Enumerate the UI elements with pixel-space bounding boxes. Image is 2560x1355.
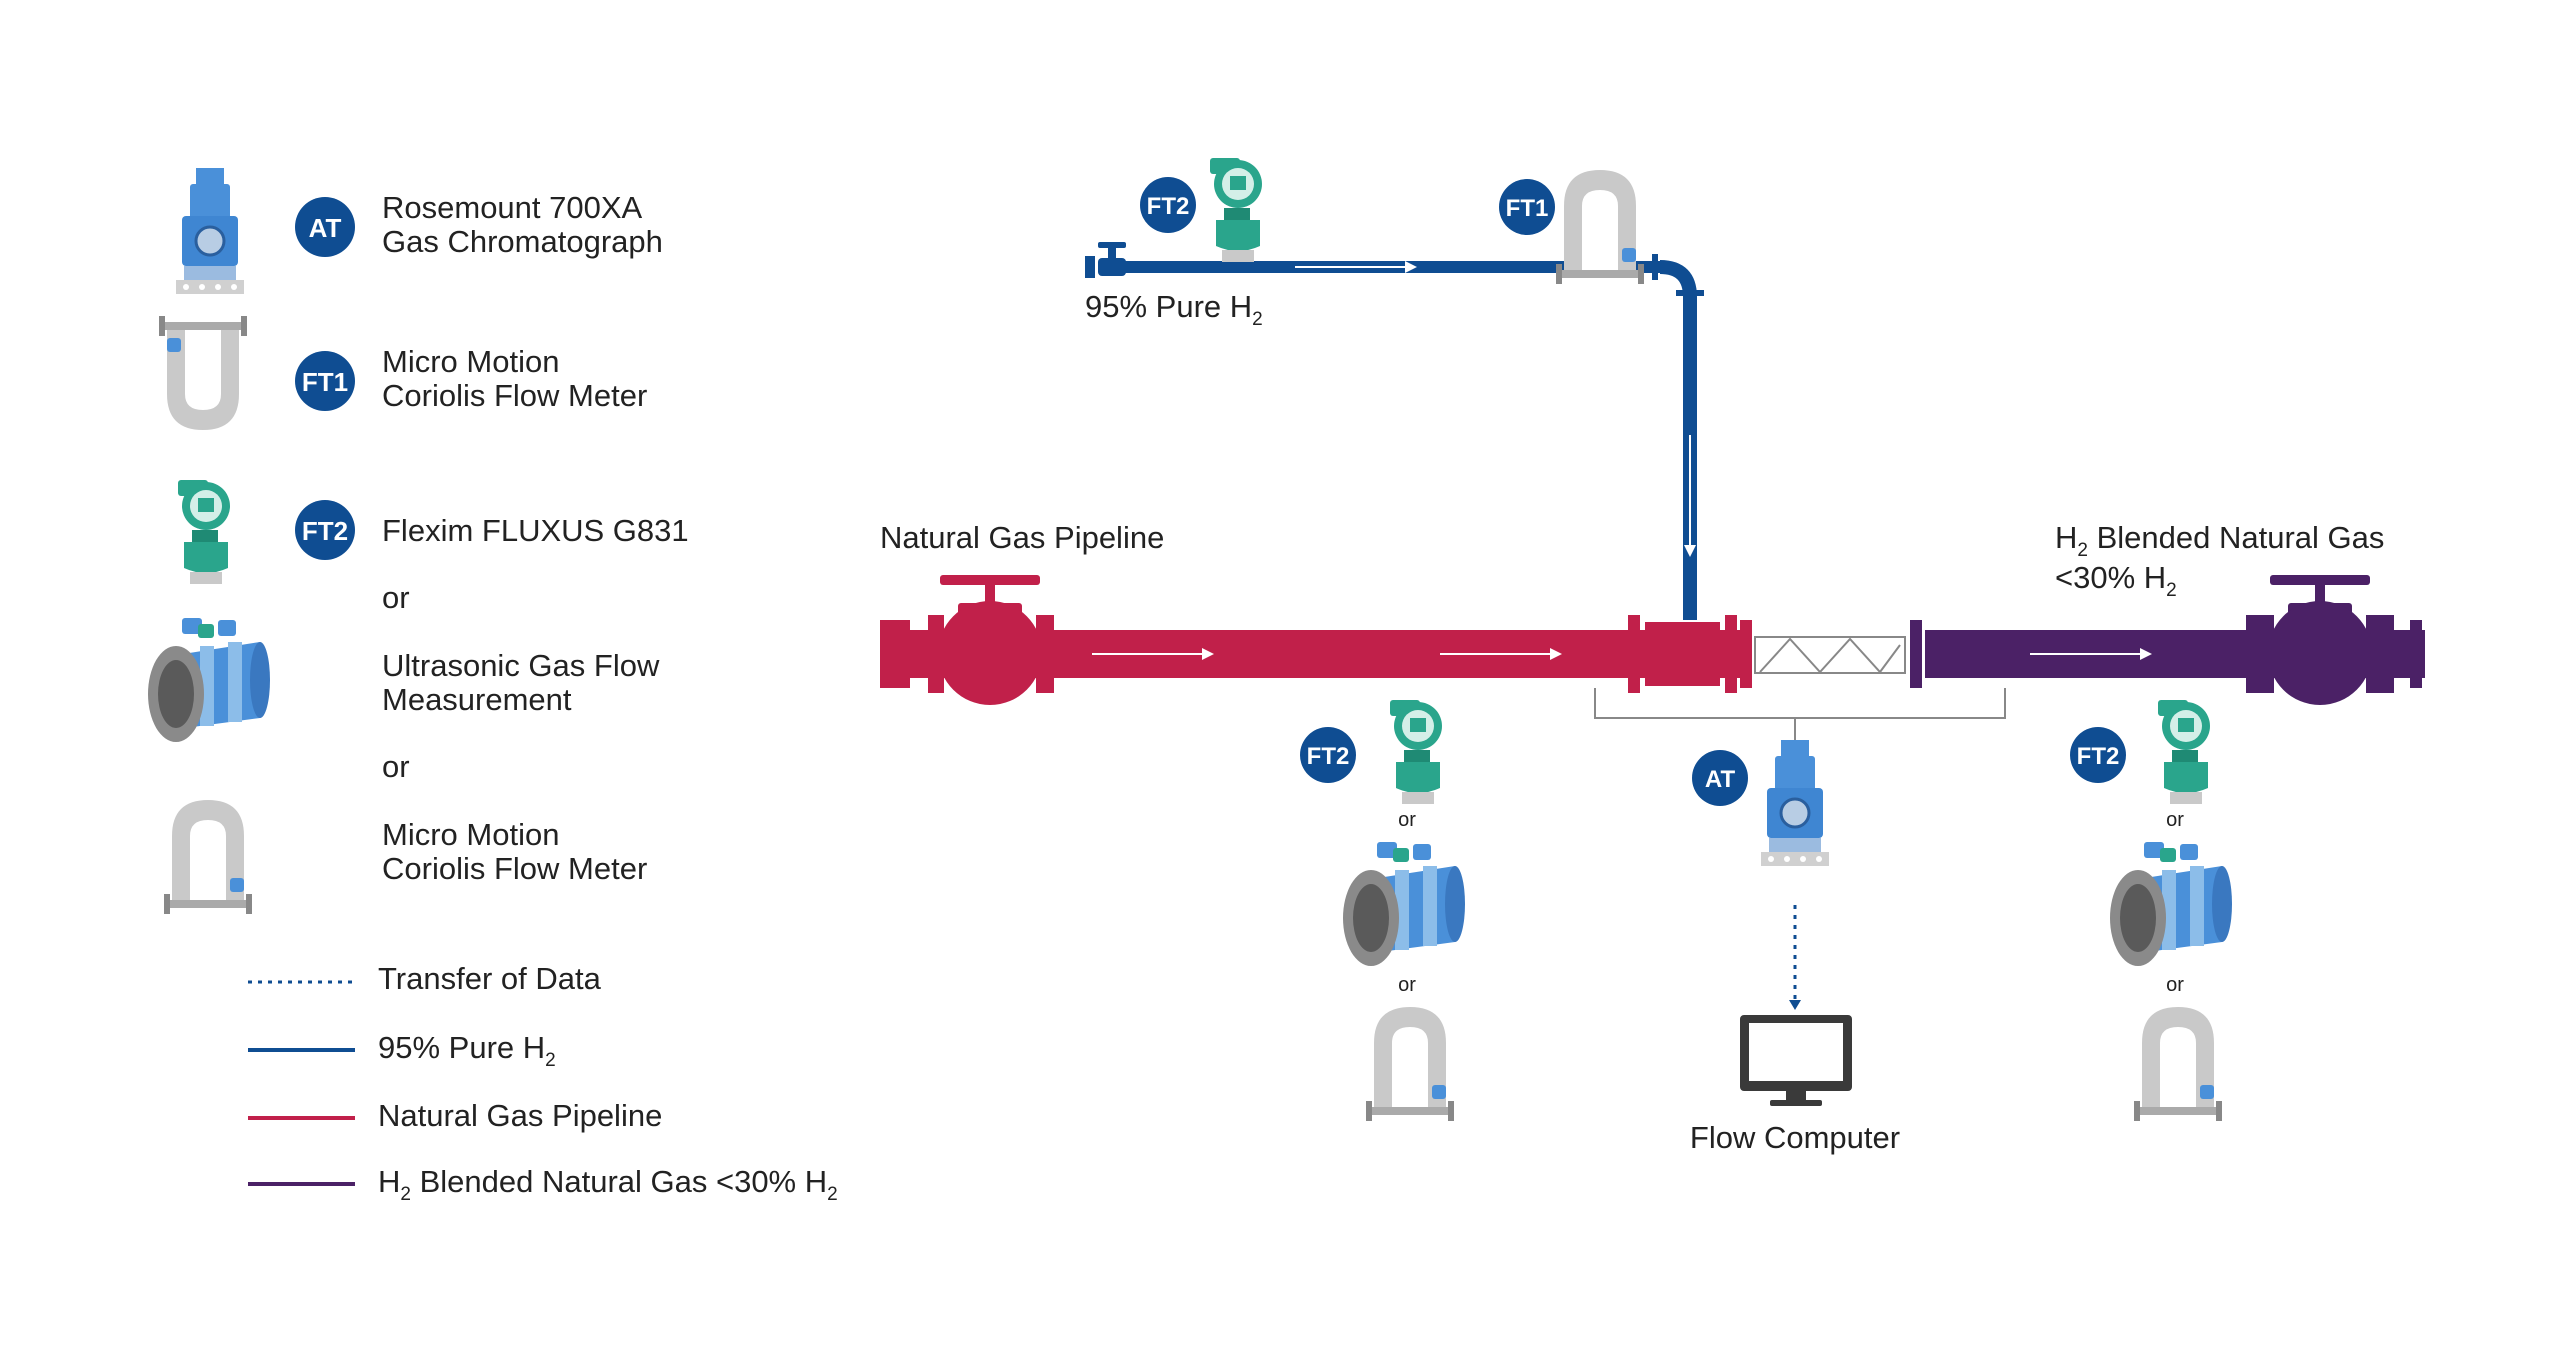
- legend-or-1: or: [382, 580, 410, 615]
- tag-badge-ft1: [1499, 179, 1555, 235]
- legend-natural-gas-label: Natural Gas Pipeline: [378, 1098, 662, 1133]
- h2-line-label: 95% Pure H2: [1085, 289, 1263, 330]
- flexim-transmitter-icon: [178, 480, 230, 584]
- h2-line: [1085, 242, 1704, 620]
- tag-badge-ft2-label: FT2: [2077, 743, 2120, 770]
- tag-badge-ft1-label: FT1: [302, 367, 348, 397]
- tag-badge-ft2-label: FT2: [1147, 193, 1190, 220]
- tag-badge-ft2: [295, 500, 355, 560]
- sample-tubing: [1594, 688, 2006, 719]
- blended-gas-pipe: [1910, 575, 2425, 705]
- flexim-transmitter-icon: [1210, 158, 1262, 262]
- tag-badge-ft2-label: FT2: [1307, 743, 1350, 770]
- legend-at-line1: Rosemount 700XA: [382, 190, 643, 225]
- legend-blended-label: H2 Blended Natural Gas <30% H2: [378, 1164, 838, 1205]
- coriolis-meter-icon: [1556, 170, 1644, 284]
- coriolis-meter-icon: [1366, 1007, 1454, 1121]
- tag-badge-ft2: [2070, 727, 2126, 783]
- legend-data-label: Transfer of Data: [378, 961, 602, 996]
- legend: AT Rosemount 700XA Gas Chromatograph FT1…: [148, 166, 838, 1205]
- blended-label-line1: H2 Blended Natural Gas: [2055, 520, 2384, 561]
- legend-h2-label: 95% Pure H2: [378, 1030, 556, 1071]
- tag-badge-at: [1692, 750, 1748, 806]
- flexim-transmitter-icon: [1390, 700, 1442, 804]
- legend-coriolis-line2: Coriolis Flow Meter: [382, 851, 647, 886]
- tag-badge-at-label: AT: [309, 213, 342, 243]
- tag-badge-ft2: [1140, 177, 1196, 233]
- static-mixer: [1754, 636, 1906, 674]
- or-label: or: [1398, 974, 1416, 996]
- legend-coriolis-line1: Micro Motion: [382, 817, 559, 852]
- flow-computer-label: Flow Computer: [1690, 1120, 1900, 1155]
- natural-gas-label: Natural Gas Pipeline: [880, 520, 1164, 555]
- legend-ft1-line1: Micro Motion: [382, 344, 559, 379]
- blended-label-line2: <30% H2: [2055, 560, 2177, 601]
- flow-computer-icon: [1740, 1015, 1852, 1106]
- tag-badge-ft2: [1300, 727, 1356, 783]
- tag-badge-at-label: AT: [1705, 766, 1736, 793]
- or-label: or: [2166, 809, 2184, 831]
- legend-or-2: or: [382, 749, 410, 784]
- natural-gas-pipe: [880, 575, 1752, 705]
- gas-chromatograph-icon: [174, 166, 246, 296]
- ft2-options-upstream: FT2 or or: [1300, 700, 1465, 1121]
- tag-badge-at: [295, 197, 355, 257]
- coriolis-meter-icon: [164, 800, 252, 914]
- tag-badge-ft1-label: FT1: [1506, 195, 1549, 222]
- or-label: or: [1398, 809, 1416, 831]
- coriolis-meter-icon: [159, 316, 247, 430]
- ultrasonic-meter-icon: [2110, 842, 2232, 966]
- ultrasonic-meter-icon: [1343, 842, 1465, 966]
- ultrasonic-meter-icon: [148, 618, 270, 742]
- legend-ft2-line1: Flexim FLUXUS G831: [382, 513, 689, 548]
- tag-badge-ft2-label: FT2: [302, 516, 348, 546]
- legend-ft1-line2: Coriolis Flow Meter: [382, 378, 647, 413]
- coriolis-meter-icon: [2134, 1007, 2222, 1121]
- legend-ultrasonic-line1: Ultrasonic Gas Flow: [382, 648, 660, 683]
- ft2-options-downstream: FT2 or or: [2070, 700, 2232, 1121]
- or-label: or: [2166, 974, 2184, 996]
- tag-badge-ft1: [295, 351, 355, 411]
- legend-ultrasonic-line2: Measurement: [382, 682, 572, 717]
- flexim-transmitter-icon: [2158, 700, 2210, 804]
- gas-chromatograph-icon: [1759, 738, 1831, 868]
- legend-at-line2: Gas Chromatograph: [382, 224, 663, 259]
- data-transfer-arrowhead: [1789, 1000, 1801, 1010]
